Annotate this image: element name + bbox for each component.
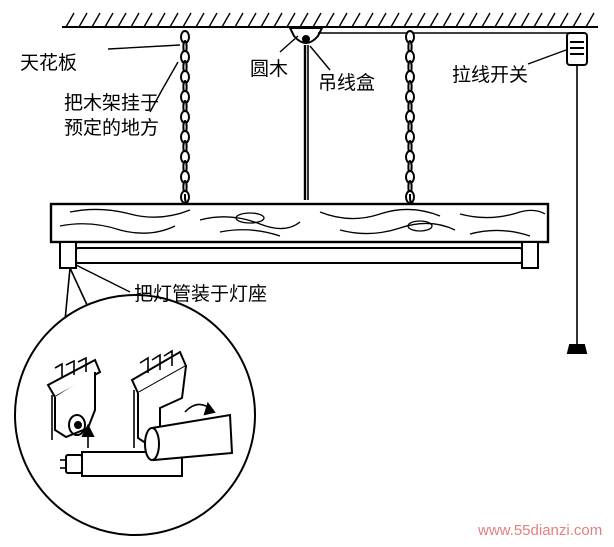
fluorescent-tube	[75, 247, 523, 264]
label-hang-frame-line1: 把木架挂于	[64, 92, 160, 114]
label-ceiling-rose: 吊线盒	[318, 72, 376, 94]
detail-holder-right	[130, 349, 188, 448]
hanging-chains	[180, 30, 416, 205]
detail-magnifier	[14, 267, 256, 536]
ceiling	[62, 12, 598, 28]
label-install-tube: 把灯管装于灯座	[134, 283, 268, 305]
detail-holder-left	[46, 356, 102, 440]
pull-switch	[566, 32, 588, 354]
label-hang-frame-line2: 预定的地方	[64, 117, 160, 139]
detail-tube-insert	[60, 423, 183, 477]
watermark: www.55dianzi.com	[478, 522, 603, 539]
leader-lines	[75, 35, 567, 293]
label-pull-switch: 拉线开关	[452, 64, 529, 86]
wooden-frame	[49, 202, 550, 244]
label-round-wood: 圆木	[250, 58, 289, 80]
label-ceiling: 天花板	[20, 52, 78, 74]
ceiling-rose	[288, 27, 324, 44]
detail-tube-installed	[144, 401, 234, 462]
power-cord	[303, 45, 309, 200]
